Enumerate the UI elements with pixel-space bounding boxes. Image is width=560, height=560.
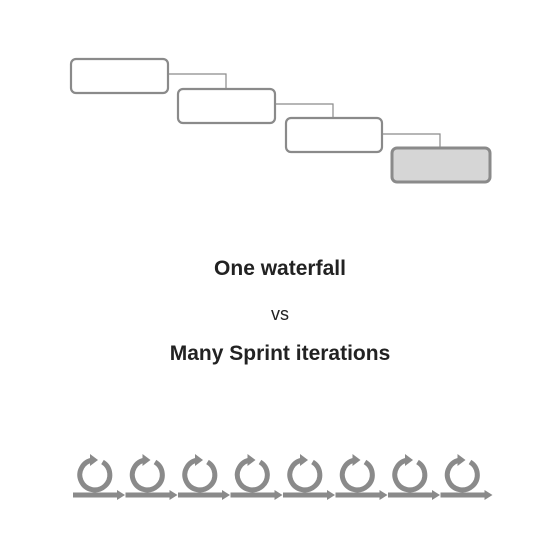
waterfall-diagram: [69, 57, 492, 184]
versus-label: vs: [271, 304, 289, 324]
sprint-iteration-8: [440, 454, 493, 500]
sprint-iterations-diagram: [73, 454, 493, 500]
sprint-iteration-4: [230, 454, 283, 500]
sprint-iteration-6: [335, 454, 388, 500]
sprint-iteration-2: [125, 454, 178, 500]
headline-many-sprints: Many Sprint iterations: [169, 342, 391, 365]
sprint-iteration-7: [388, 454, 440, 500]
sprint-iteration-3: [178, 454, 230, 500]
waterfall-stage-3: [284, 116, 384, 154]
headline-one-waterfall: One waterfall: [214, 257, 346, 280]
waterfall-stage-1: [69, 57, 170, 95]
sprint-iteration-1: [73, 454, 125, 500]
waterfall-stage-2: [176, 87, 277, 125]
sprint-iteration-5: [283, 454, 335, 500]
waterfall-stage-4: [390, 146, 492, 184]
waterfall-connector-3: [382, 133, 441, 148]
waterfall-connector-2: [275, 103, 334, 118]
waterfall-connector-1: [168, 73, 227, 89]
